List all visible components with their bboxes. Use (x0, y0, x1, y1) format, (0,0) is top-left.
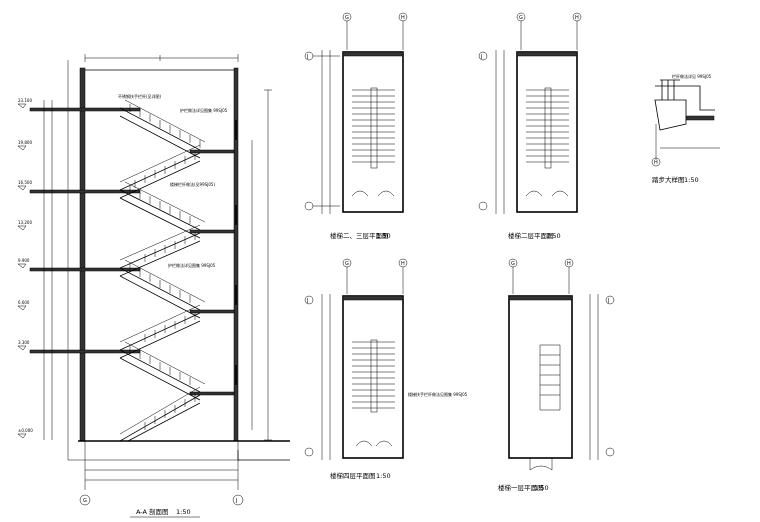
axis-bubble-label: J (480, 54, 482, 60)
detail-note: 栏杆做法详见 99SJ05 (672, 73, 712, 79)
level-label: 16.500 (18, 180, 32, 185)
plan-scale: 1:50 (376, 472, 391, 480)
section-note: 护栏做法详见图集 99SJ05 (168, 262, 216, 268)
axis-bubble-label: H (401, 15, 405, 21)
axis-bubble-label: J (306, 54, 308, 60)
stair-plan-1: 楼梯二、三层平面图 1:50 G H J (304, 12, 408, 240)
level-label: 19.800 (18, 140, 32, 145)
axis-bubble-label: G (519, 15, 523, 21)
level-label: 13.200 (18, 220, 32, 225)
detail-scale: 1:50 (684, 176, 699, 184)
axis-bubble-label: J (235, 498, 237, 504)
plan-title: 楼梯一层平面图 (498, 483, 544, 492)
section-note: 护栏做法详见图集 99SJ05 (180, 107, 228, 113)
section-scale: 1:50 (176, 508, 191, 516)
plan-scale: 1:50 (546, 232, 561, 240)
axis-bubble-label: G (511, 261, 515, 267)
level-label: 3.300 (18, 340, 30, 345)
plan-scale: 1:50 (534, 484, 549, 492)
axis-bubble-label: H (654, 160, 658, 166)
level-label: ±0.000 (18, 428, 33, 433)
axis-bubble-label: G (345, 15, 349, 21)
plan-title: 楼梯二层平面图 (508, 231, 554, 240)
step-detail: H 栏杆做法详见 99SJ05 踏步大样图 1:50 (651, 73, 720, 184)
detail-title: 踏步大样图 (652, 175, 685, 184)
plan-title: 楼梯二、三层平面图 (330, 231, 389, 240)
plan-scale: 1:50 (376, 232, 391, 240)
stair-plan-4: 楼梯一层平面图 1:50 G H J (498, 258, 615, 492)
plan-note: 楼梯扶手栏杆做法见图集 99SJ05 (408, 391, 468, 397)
section-level-labels: 23.100 19.800 16.500 13.200 9.900 6.600 … (18, 98, 33, 433)
axis-bubble-label: G (345, 261, 349, 267)
axis-bubble-label: G (83, 498, 87, 504)
axis-bubble-label: H (567, 261, 571, 267)
axis-bubble-label: H (575, 15, 579, 21)
axis-bubble-label: H (401, 261, 405, 267)
stair-plan-2: 楼梯二层平面图 1:50 G H J (478, 12, 582, 240)
level-label: 23.100 (18, 98, 32, 103)
section-note: 楼梯栏杆做法(见99SJ05) (170, 181, 215, 187)
axis-bubble-label: J (607, 298, 609, 304)
plan-title: 楼梯四层平面图 (330, 471, 376, 480)
axis-bubble-label: J (306, 298, 308, 304)
section-note: 不锈钢扶手栏杆(见详图) (118, 93, 162, 99)
level-label: 6.600 (18, 300, 30, 305)
stair-section-drawing: 23.100 19.800 16.500 13.200 9.900 6.600 … (17, 54, 290, 518)
stair-plan-3: 楼梯扶手栏杆做法见图集 99SJ05 楼梯四层平面图 1:50 G H J (304, 258, 468, 480)
level-label: 9.900 (18, 258, 30, 263)
section-title: A-A 剖面图 (136, 507, 169, 516)
